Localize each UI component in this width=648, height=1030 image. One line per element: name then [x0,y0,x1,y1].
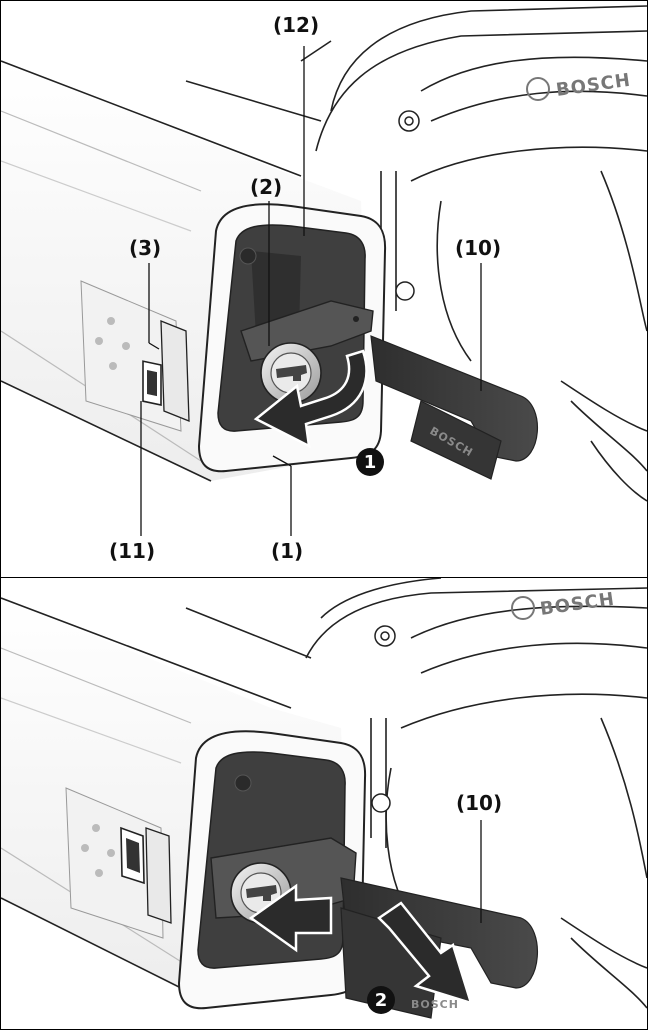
step-badge-2: 2 [367,986,395,1014]
svg-text:BOSCH: BOSCH [411,998,459,1011]
svg-text:BOSCH: BOSCH [539,589,616,620]
frame-bolts [395,110,420,301]
step-badge-1: 1 [356,448,384,476]
panel-step-1: BOSCH BOSCH [0,0,648,578]
battery-unlock-illustration: BOSCH BOSCH [1,5,647,536]
latch-pin [353,316,359,322]
recess-hole [234,774,252,792]
key-lock-cylinder [260,342,322,404]
push-left-arrow [248,883,333,953]
battery-side-connector [80,280,190,432]
motor-housing [185,5,647,502]
motor-housing [185,578,647,1009]
callout-3: (3) [129,236,162,260]
callout-10: (10) [456,791,503,815]
callout-2: (2) [250,175,283,199]
callout-11: (11) [109,539,156,563]
panel-step-2: BOSCH BOSCH [0,577,648,1030]
battery-side-connector [65,787,172,939]
bosch-logo: BOSCH [511,589,616,620]
svg-text:BOSCH: BOSCH [555,70,632,101]
retaining-strap: BOSCH [370,335,539,480]
pull-strap-arrow [377,901,473,1005]
rotate-arrow [253,349,368,449]
callout-12: (12) [273,13,320,37]
callout-leaders [140,46,482,536]
callout-1: (1) [271,539,304,563]
strap-removal-illustration: BOSCH BOSCH [1,578,647,1019]
frame-bolts [371,625,396,813]
recess-hole [239,247,257,265]
bosch-logo: BOSCH [526,70,632,101]
callout-10: (10) [455,236,502,260]
battery-latch [240,300,374,362]
